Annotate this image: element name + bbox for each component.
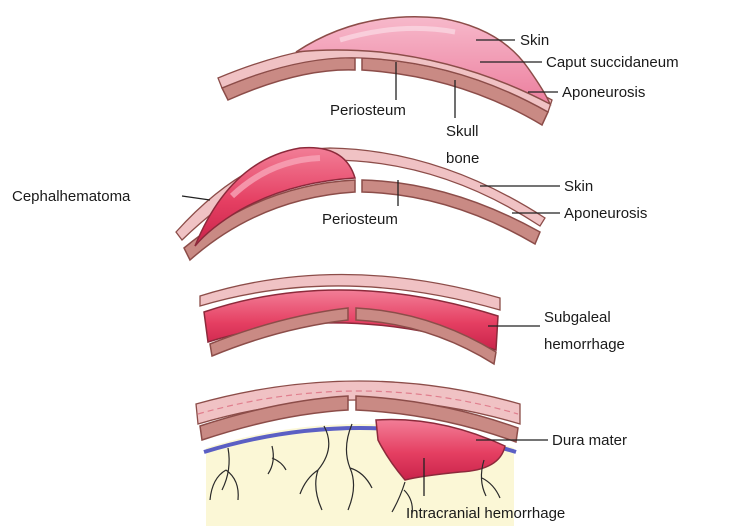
label-intracranial-hemorrhage: Intracranial hemorrhage [406, 505, 565, 522]
label-aponeurosis: Aponeurosis [562, 84, 645, 101]
label-periosteum-2: Periosteum [322, 211, 398, 228]
label-cephalhematoma: Cephalhematoma [12, 188, 131, 205]
label-hemorrhage: hemorrhage [544, 336, 625, 353]
panel-caput-succedaneum: Skin Caput succidaneum Aponeurosis Perio… [218, 17, 679, 167]
label-caput-succidaneum: Caput succidaneum [546, 54, 679, 71]
label-skull: Skull [446, 123, 479, 140]
panel-subgaleal-hemorrhage: Subgaleal hemorrhage [200, 274, 625, 364]
label-bone: bone [446, 150, 479, 167]
label-periosteum: Periosteum [330, 102, 406, 119]
panel-cephalhematoma: Cephalhematoma Periosteum Skin Aponeuros… [12, 148, 647, 260]
label-skin: Skin [520, 32, 549, 49]
label-subgaleal: Subgaleal [544, 309, 611, 326]
label-dura-mater: Dura mater [552, 432, 627, 449]
label-aponeurosis-2: Aponeurosis [564, 205, 647, 222]
label-skin-2: Skin [564, 178, 593, 195]
panel-intracranial-hemorrhage: Dura mater Intracranial hemorrhage [196, 381, 627, 526]
